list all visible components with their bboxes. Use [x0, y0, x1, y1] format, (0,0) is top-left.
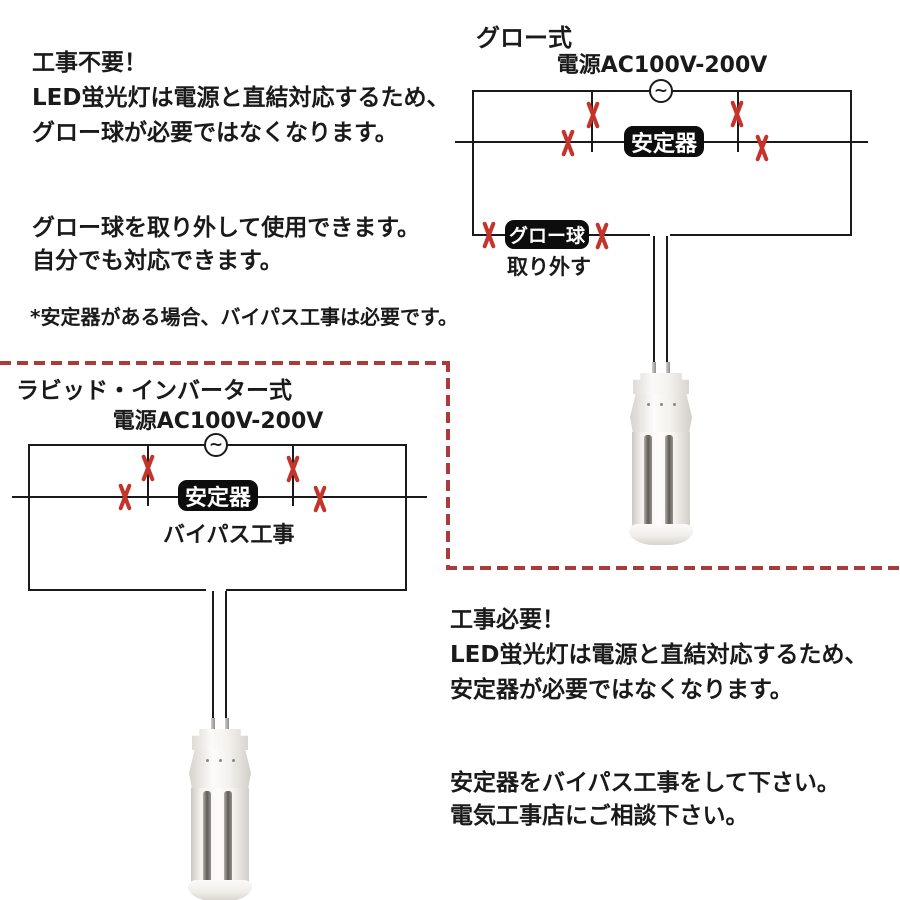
led-lamp-image	[629, 362, 693, 546]
ballast-badge: 安定器	[178, 480, 258, 511]
lamp-wire	[666, 236, 668, 364]
glow-body-line1: LED蛍光灯は電源と直結対応するため、	[32, 85, 450, 111]
rapid-body2-line2: 電気工事店にご相談下さい。	[450, 803, 749, 829]
glow-bulb-badge: グロー球	[505, 220, 589, 249]
x-mark-icon	[284, 456, 302, 482]
lamp-cap	[633, 373, 689, 394]
lamp-body	[191, 788, 249, 886]
lamp-wire	[653, 236, 655, 364]
lamp-pin	[652, 362, 656, 376]
lamp-base	[629, 524, 693, 545]
lamp-pin	[211, 718, 215, 732]
rapid-note-block-2: 安定器をバイパス工事をして下さい。 電気工事店にご相談下さい。	[450, 767, 840, 833]
wire-gap	[206, 589, 226, 595]
lamp-vent-dot	[232, 759, 235, 762]
lamp-vent-dot	[219, 759, 222, 762]
lamp-vent-dot	[206, 759, 209, 762]
rapid-body2-line1: 安定器をバイパス工事をして下さい。	[450, 770, 840, 796]
rapid-headline: 工事必要！	[450, 607, 565, 633]
glow-note-block-2: グロー球を取り外して使用できます。 自分でも対応できます。	[32, 212, 420, 278]
divider-dash-vertical	[446, 361, 450, 570]
lamp-body	[632, 432, 690, 530]
lamp-wire	[225, 591, 227, 720]
ac-source-icon: ~	[204, 433, 228, 457]
ac-symbol: ~	[653, 80, 669, 101]
x-mark-icon	[116, 484, 134, 510]
glow-headline: 工事不要！	[32, 50, 147, 76]
lamp-led-stripe	[665, 435, 673, 528]
ballast-badge: 安定器	[624, 126, 704, 157]
rapid-body-line2: 安定器が必要ではなくなります。	[450, 677, 793, 703]
divider-dash-top	[0, 361, 450, 365]
lamp-neck	[189, 750, 251, 790]
lamp-neck	[630, 394, 692, 434]
rapid-note-block: 工事必要！ LED蛍光灯は電源と直結対応するため、 安定器が必要ではなくなります…	[450, 603, 867, 708]
glow-note-block: 工事不要！ LED蛍光灯は電源と直結対応するため、 グロー球が必要ではなくなりま…	[32, 46, 449, 151]
glow-body2-line2: 自分でも対応できます。	[32, 248, 283, 274]
x-mark-icon	[728, 101, 746, 127]
bypass-label: バイパス工事	[163, 523, 295, 548]
glow-remove-label: 取り外す	[507, 255, 591, 279]
lamp-cap	[192, 729, 248, 750]
glow-power-label: 電源AC100V-200V	[556, 53, 768, 78]
x-mark-icon	[593, 223, 611, 249]
glow-footnote: *安定器がある場合、バイパス工事は必要です。	[30, 305, 459, 329]
lamp-wire	[212, 591, 214, 720]
lamp-base	[188, 880, 252, 900]
ac-symbol: ~	[208, 434, 224, 455]
divider-dash-bottom	[446, 566, 900, 570]
rapid-diagram-title: ラビッド・インバーター式	[16, 378, 292, 404]
led-lamp-image	[188, 718, 252, 900]
lamp-pin	[225, 718, 229, 732]
lamp-led-stripe	[644, 435, 652, 528]
lamp-vent-dot	[673, 403, 676, 406]
glow-body2-line1: グロー球を取り外して使用できます。	[32, 215, 421, 241]
x-mark-icon	[311, 486, 329, 512]
x-mark-icon	[753, 135, 771, 161]
x-mark-icon	[139, 455, 157, 481]
lamp-led-stripe	[224, 791, 232, 884]
glow-body-line2: グロー球が必要ではなくなります。	[32, 120, 398, 146]
x-mark-icon	[584, 102, 602, 128]
lamp-vent-dot	[647, 403, 650, 406]
x-mark-icon	[559, 130, 577, 156]
wire-gap	[650, 234, 670, 240]
rapid-body-line1: LED蛍光灯は電源と直結対応するため、	[450, 642, 868, 668]
lamp-pin	[666, 362, 670, 376]
lamp-vent-dot	[660, 403, 663, 406]
glow-diagram-title: グロー式	[476, 24, 572, 52]
lamp-led-stripe	[203, 791, 211, 884]
ac-source-icon: ~	[649, 79, 673, 103]
rapid-power-label: 電源AC100V-200V	[112, 409, 324, 434]
x-mark-icon	[480, 222, 498, 248]
